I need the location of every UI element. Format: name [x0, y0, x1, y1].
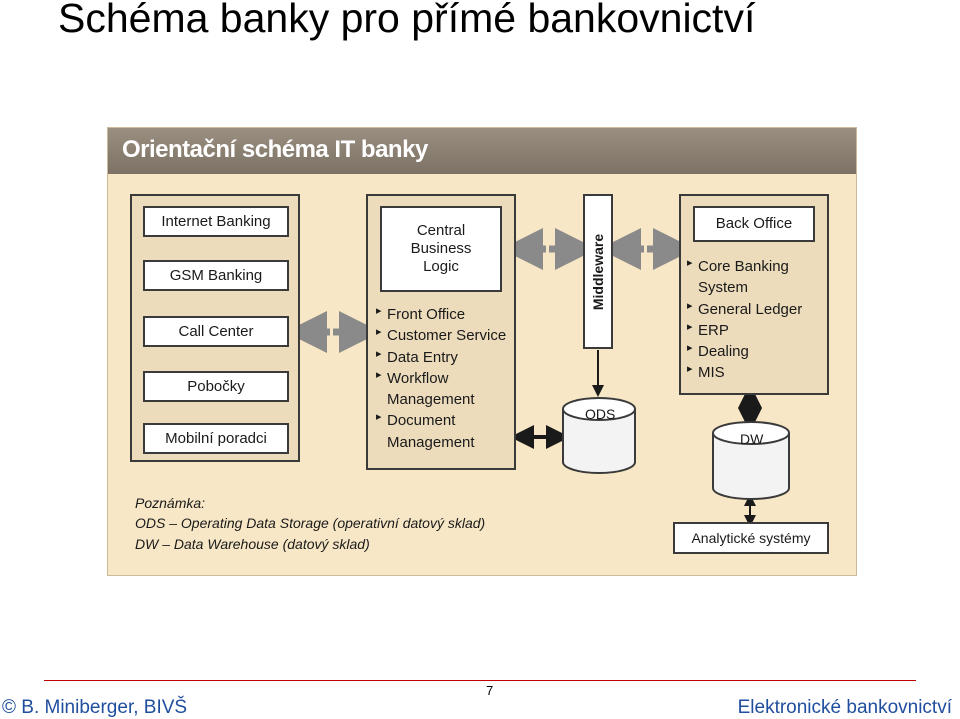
- back-office-item: System: [698, 279, 749, 297]
- page-number: 7: [486, 683, 494, 698]
- central-item: Front Office: [376, 304, 506, 325]
- channel-box: Mobilní poradci: [143, 423, 289, 454]
- channel-box: GSM Banking: [143, 260, 289, 291]
- ods-label: ODS: [585, 406, 616, 422]
- central-title-line: Logic: [423, 258, 459, 275]
- analytics-box: Analytické systémy: [673, 522, 829, 554]
- footer-course: Elektronické bankovnictví: [737, 697, 952, 718]
- channel-box: Call Center: [143, 316, 289, 347]
- central-panel: Central Business Logic Front Office Cust…: [366, 194, 516, 470]
- back-office-item: ERP: [687, 320, 802, 341]
- it-bank-diagram: Orientační schéma IT banky: [107, 127, 857, 576]
- middleware-label: Middleware: [590, 233, 606, 310]
- connector-arrows: [285, 228, 790, 527]
- central-business-logic-box: Central Business Logic: [380, 206, 502, 292]
- footer-divider: [44, 680, 916, 681]
- ods-cylinder: [562, 397, 636, 474]
- back-office-item-list: Core Banking System General Ledger ERP D…: [687, 256, 802, 384]
- central-item: Data Entry: [376, 347, 506, 368]
- central-item-list: Front Office Customer Service Data Entry…: [376, 304, 506, 453]
- notes-line: Poznámka:: [135, 495, 206, 511]
- back-office-item: Dealing: [687, 341, 802, 362]
- central-item: Management: [387, 433, 475, 451]
- diagram-header: Orientační schéma IT banky: [108, 128, 856, 174]
- dw-cylinder: [712, 421, 790, 500]
- notes-line: DW – Data Warehouse (datový sklad): [135, 535, 370, 552]
- back-office-item: Core Banking: [687, 256, 802, 277]
- central-item: Workflow: [376, 368, 506, 389]
- channels-panel: Internet Banking GSM Banking Call Center…: [130, 194, 300, 462]
- notes-line: ODS – Operating Data Storage (operativní…: [135, 515, 486, 532]
- back-office-item: MIS: [687, 362, 802, 383]
- central-item: Document: [376, 410, 506, 431]
- central-title-line: Business: [410, 240, 472, 257]
- back-office-title-box: Back Office: [693, 206, 815, 242]
- back-office-item: General Ledger: [687, 299, 802, 320]
- middleware-box: Middleware: [583, 194, 613, 349]
- slide-title: Schéma banky pro přímé bankovnictví: [58, 0, 756, 41]
- channel-box: Internet Banking: [143, 206, 289, 237]
- back-office-panel: Back Office Core Banking System General …: [679, 194, 829, 395]
- footer-author: © B. Miniberger, BIVŠ: [2, 697, 188, 718]
- central-title-line: Central: [416, 222, 466, 239]
- central-item: Customer Service: [376, 325, 506, 346]
- dw-label: DW: [740, 431, 764, 447]
- diagram-notes: Poznámka: ODS – Operating Data Storage (…: [135, 493, 485, 554]
- channel-box: Pobočky: [143, 371, 289, 402]
- central-item: Management: [387, 391, 475, 409]
- diagram-title: Orientační schéma IT banky: [122, 136, 428, 163]
